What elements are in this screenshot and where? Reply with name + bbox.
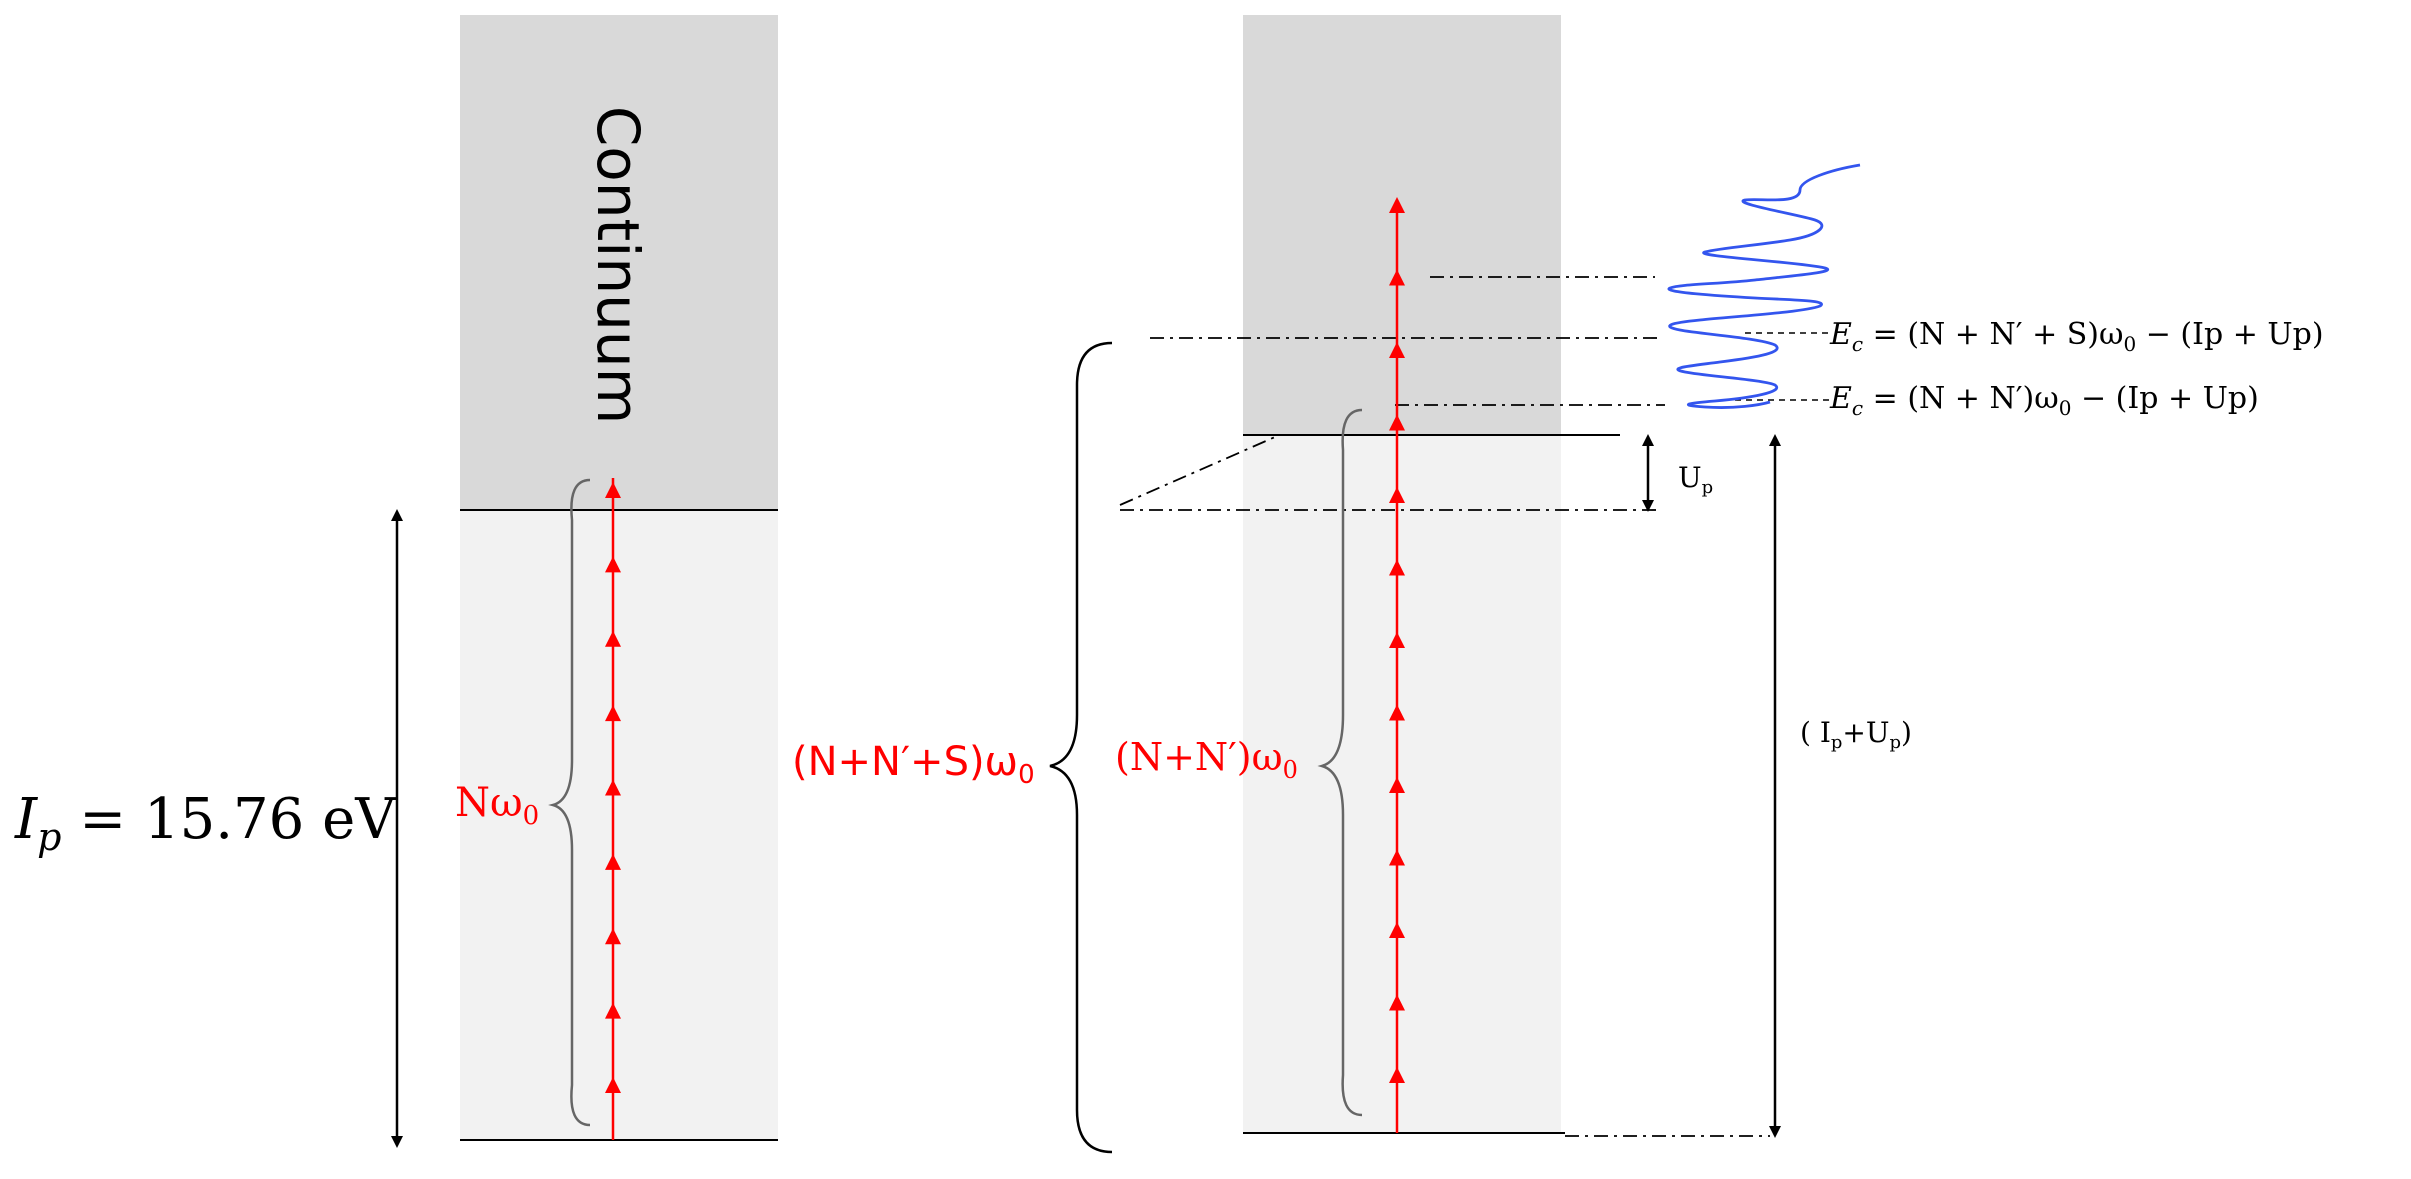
right-bound-region — [1243, 435, 1561, 1133]
photon-arrowhead — [605, 630, 621, 647]
photon-arrowhead — [1389, 414, 1405, 431]
total-photon-label: (N+N′+S)ω0 — [792, 739, 1035, 790]
photon-arrowhead — [1389, 559, 1405, 576]
photon-arrowhead — [1389, 994, 1405, 1011]
ionization-potential-label: Ip = 15.76 eV — [14, 787, 397, 859]
photon-arrowhead — [605, 928, 621, 945]
photon-arrowhead — [1389, 704, 1405, 721]
photon-arrowhead — [1389, 342, 1405, 358]
photon-arrowhead — [605, 1002, 621, 1019]
photon-arrowhead — [605, 705, 621, 722]
threshold-photon-label: (N+N′)ω0 — [1115, 735, 1298, 784]
right-photon-arrowheads — [1389, 197, 1405, 1083]
left-photon-arrowheads — [605, 482, 621, 1093]
left-bound-region — [460, 510, 778, 1140]
photon-arrowhead — [605, 556, 621, 573]
threshold-photon-brace — [1317, 408, 1363, 1117]
left-continuum-region — [460, 15, 778, 510]
photon-arrowhead — [605, 853, 621, 870]
total-photon-brace — [1049, 341, 1113, 1154]
photon-arrowhead — [1389, 849, 1405, 866]
photon-arrowhead — [605, 1077, 621, 1093]
photon-arrowhead — [1389, 777, 1405, 793]
photon-arrowhead — [1389, 487, 1405, 503]
right-continuum-region — [1243, 15, 1561, 435]
photon-arrowhead — [1389, 269, 1405, 286]
left-n-photon-brace — [548, 478, 591, 1127]
photon-arrowhead — [605, 482, 621, 498]
lower-cutoff-energy-formula: Ec = (N + N′)ω0 − (Ip + Up) — [1829, 381, 2259, 420]
upper-cutoff-energy-formula: Ec = (N + N′ + S)ω0 − (Ip + Up) — [1829, 317, 2324, 356]
harmonic-spectrum-curve — [1667, 163, 1861, 409]
ip-plus-up-label: ( Ip+Up) — [1800, 716, 1912, 753]
continuum-label: Continuum — [584, 106, 652, 424]
photon-arrowhead — [1389, 197, 1405, 213]
photon-arrowhead — [1389, 632, 1405, 648]
n-photon-label: Nω0 — [455, 780, 539, 831]
photon-arrowhead — [1389, 922, 1405, 938]
photon-arrowhead — [1389, 1067, 1405, 1083]
photon-arrowhead — [605, 779, 621, 796]
ponderomotive-label: Up — [1678, 461, 1713, 498]
